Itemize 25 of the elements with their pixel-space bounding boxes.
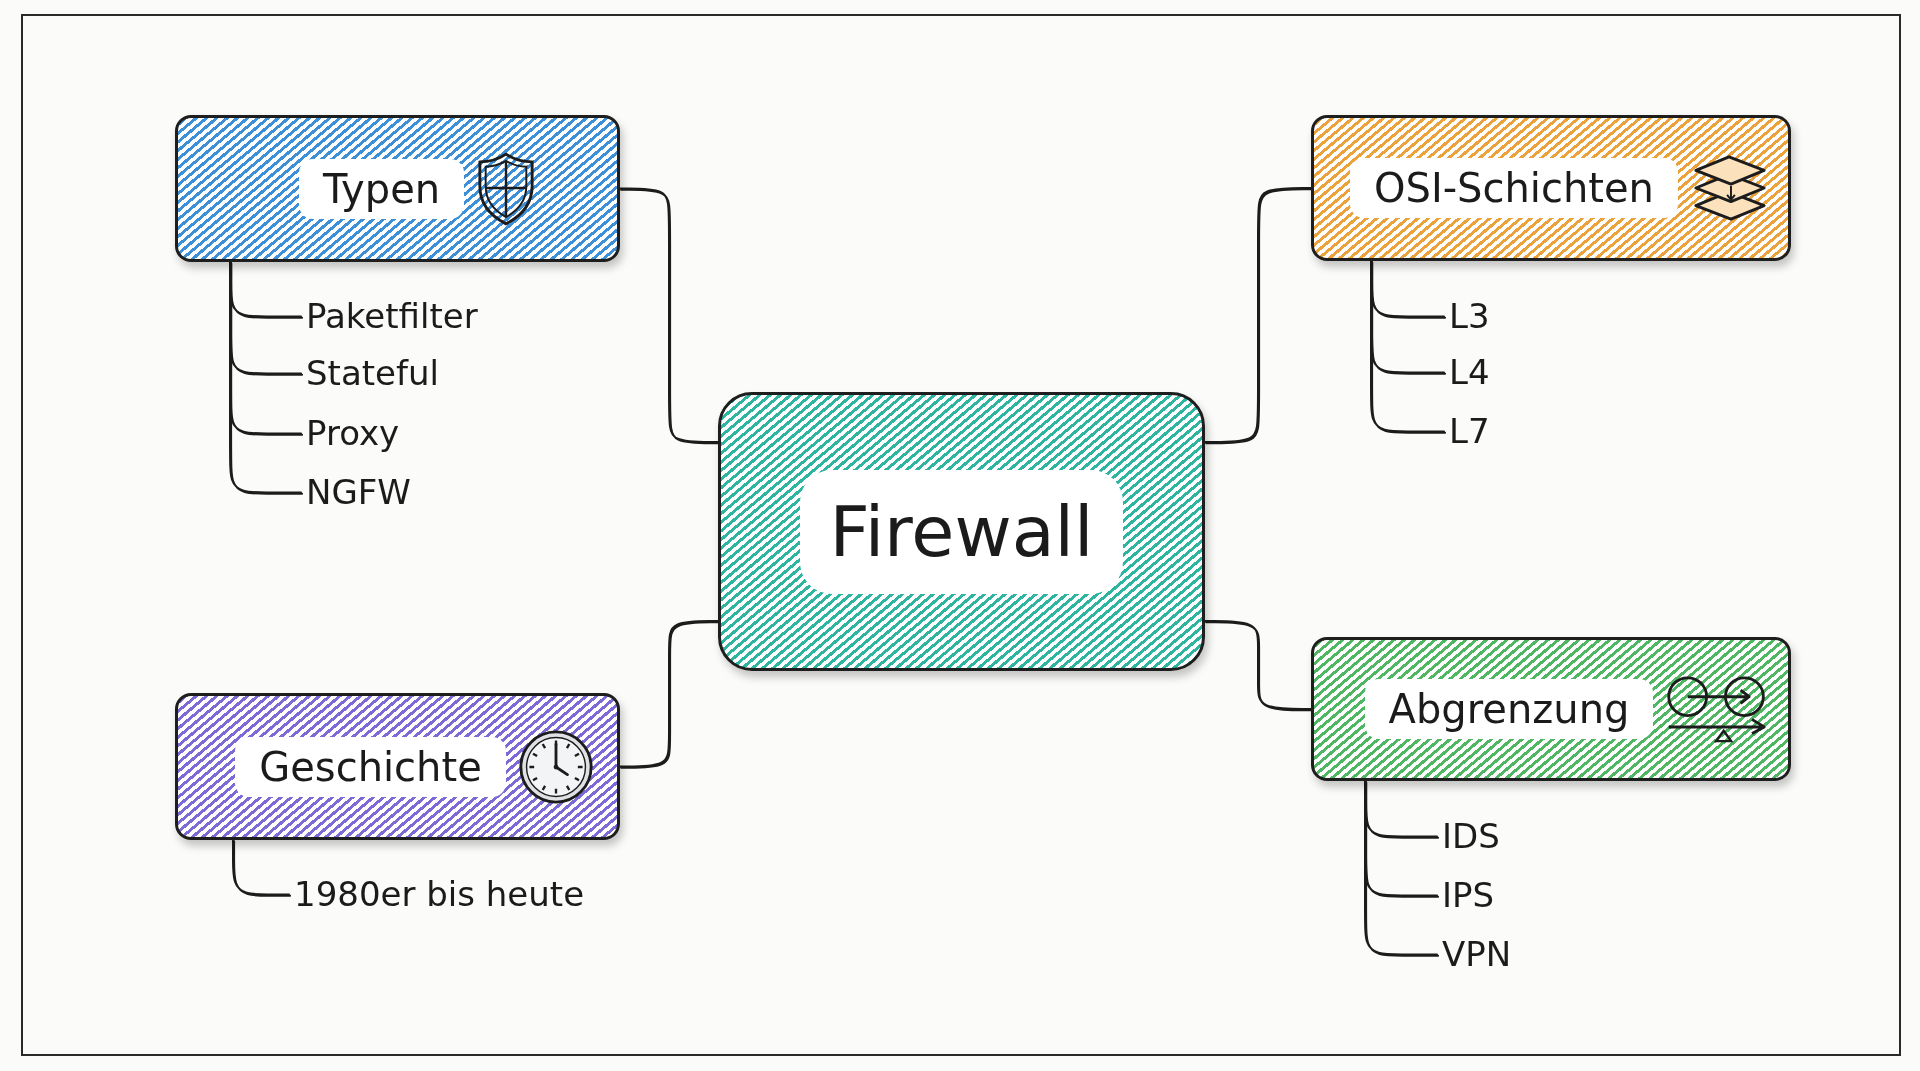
branch-label: L7 <box>1449 411 1490 452</box>
branch-label: L3 <box>1449 296 1490 337</box>
central-topic-box <box>718 392 1205 671</box>
connector-line <box>232 839 292 897</box>
connector-line <box>1364 780 1440 957</box>
branch-label: Stateful <box>306 353 439 394</box>
topic-title: OSI-Schichten <box>1350 158 1678 218</box>
topic-title: Typen <box>298 158 465 219</box>
branch-label: IPS <box>1442 875 1495 916</box>
branch-label: L4 <box>1449 352 1490 393</box>
topic-box <box>1311 637 1791 781</box>
topic-box <box>1311 115 1791 261</box>
branch-label: IDS <box>1442 816 1500 857</box>
topic-title: Geschichte <box>235 736 506 797</box>
topic-box <box>175 115 620 262</box>
branch-label: NGFW <box>306 472 411 513</box>
branch-label: Proxy <box>306 413 400 454</box>
connector-line <box>229 261 304 495</box>
topic-title: Abgrenzung <box>1364 679 1654 739</box>
topic-title: Firewall <box>799 469 1124 594</box>
branch-label: 1980er bis heute <box>294 874 585 915</box>
topic-box <box>175 693 620 840</box>
branch-label: VPN <box>1442 934 1512 975</box>
branch-label: Paketfilter <box>306 296 478 337</box>
connector-line <box>1370 260 1447 434</box>
